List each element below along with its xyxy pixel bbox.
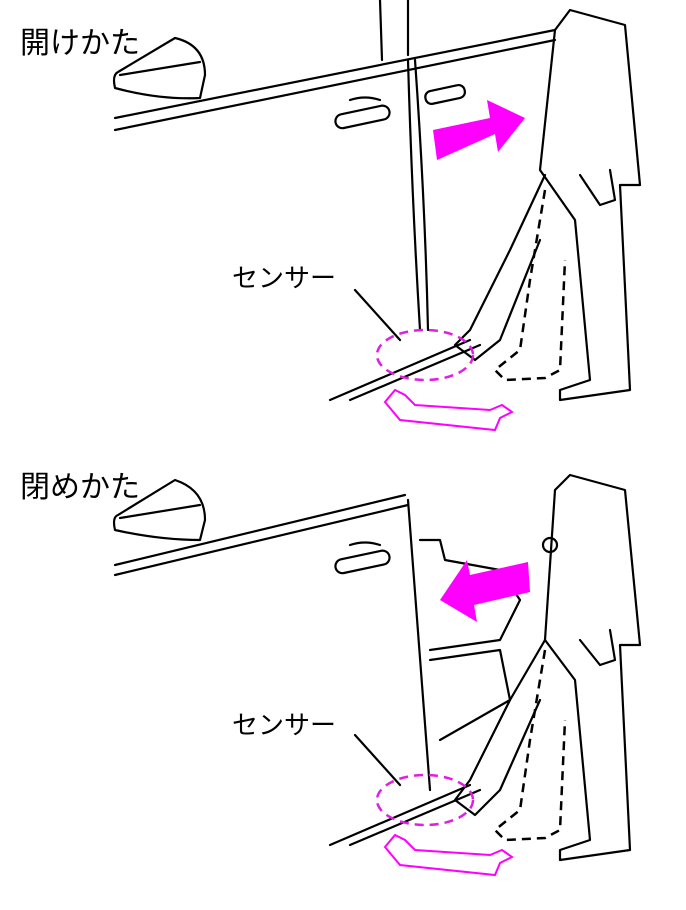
close-panel-person bbox=[453, 473, 642, 862]
open-method-title: 開けかた bbox=[20, 26, 140, 61]
sensor-zone-open bbox=[375, 328, 475, 382]
sensor-label-open: センサー bbox=[232, 264, 337, 294]
close-method-title: 閉めかた bbox=[20, 470, 140, 505]
close-arrow-icon bbox=[440, 560, 530, 622]
close-panel-car bbox=[112, 478, 559, 847]
sensor-zone-close bbox=[375, 773, 475, 827]
open-panel-car bbox=[112, 0, 557, 402]
kick-motion-arrow-icon bbox=[383, 388, 514, 432]
kick-motion-arrow-close-icon bbox=[383, 833, 514, 877]
open-arrow-icon bbox=[433, 100, 525, 160]
open-panel-person bbox=[453, 8, 642, 402]
sensor-pointer-line bbox=[353, 288, 402, 342]
sensor-pointer-line-close bbox=[353, 733, 402, 787]
sensor-label-close: センサー bbox=[232, 711, 337, 741]
